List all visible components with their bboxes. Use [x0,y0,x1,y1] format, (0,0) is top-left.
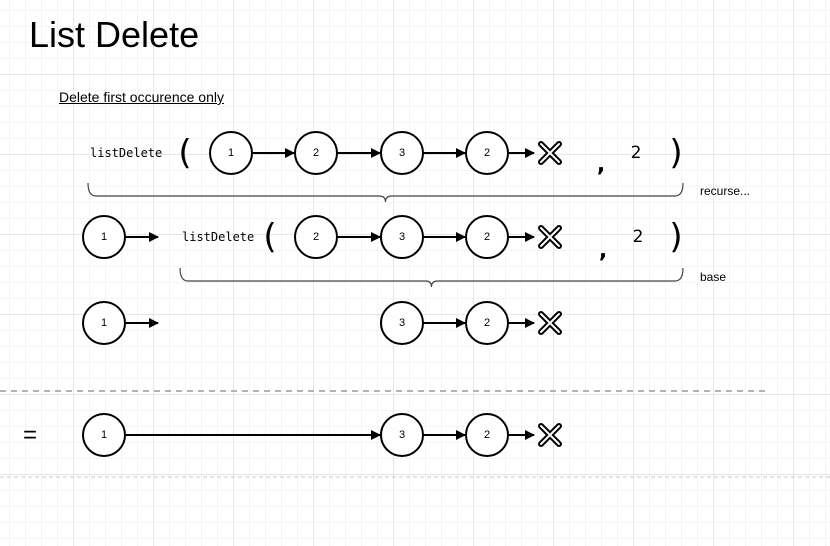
annotation-label: base [700,270,726,284]
list-node: 1 [209,131,253,175]
open-paren: ( [178,133,191,173]
list-node: 3 [380,131,424,175]
node-value: 3 [399,429,405,441]
close-paren: ) [669,217,682,257]
list-node: 2 [465,131,509,175]
list-node: 3 [380,215,424,259]
function-call-label: listDelete [182,230,254,244]
node-value: 3 [399,147,405,159]
subtitle-note: Delete first occurence only [59,89,224,105]
annotation-label: recurse... [700,184,750,198]
function-call-label: listDelete [90,146,162,160]
list-node: 1 [82,413,126,457]
open-paren: ( [263,217,276,257]
x-icon-inner [540,313,560,333]
node-value: 3 [399,231,405,243]
x-null-icon [538,141,562,165]
node-value: 2 [484,317,490,329]
x-null-icon [538,311,562,335]
list-node: 1 [82,301,126,345]
list-node: 3 [380,413,424,457]
node-value: 2 [313,147,319,159]
node-value: 1 [101,429,107,441]
node-value: 1 [228,147,234,159]
arg-comma: , [597,153,605,178]
list-node: 2 [465,301,509,345]
node-value: 2 [484,147,490,159]
curly-brace [87,182,684,203]
arg-value: 2 [631,143,642,163]
node-value: 2 [313,231,319,243]
list-node: 2 [465,413,509,457]
node-value: 1 [101,317,107,329]
arg-value: 2 [633,227,644,247]
x-icon-inner [540,143,560,163]
x-icon-inner [540,425,560,445]
node-value: 1 [101,231,107,243]
list-node: 2 [294,215,338,259]
list-node: 2 [294,131,338,175]
curly-brace [179,267,684,288]
x-icon-inner [540,227,560,247]
node-value: 2 [484,231,490,243]
x-null-icon [538,423,562,447]
arg-comma: , [599,239,607,264]
page-title: List Delete [29,14,200,55]
node-value: 2 [484,429,490,441]
list-node: 1 [82,215,126,259]
node-value: 3 [399,317,405,329]
equals-sign: = [23,422,37,449]
close-paren: ) [669,133,682,173]
x-null-icon [538,225,562,249]
list-node: 3 [380,301,424,345]
list-node: 2 [465,215,509,259]
